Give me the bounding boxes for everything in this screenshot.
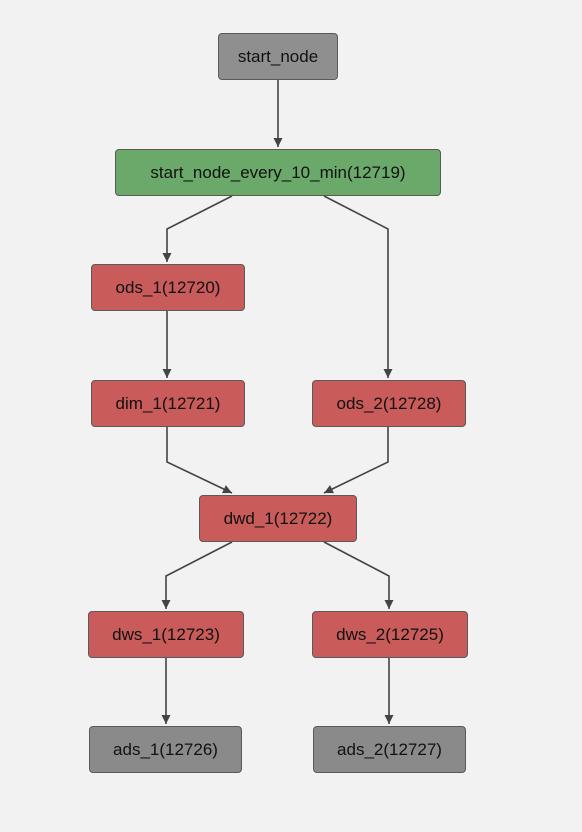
node-ads-1[interactable]: ads_1(12726) xyxy=(89,726,242,773)
edge-dim_1-to-dwd_1 xyxy=(166,427,233,494)
node-label: dwd_1(12722) xyxy=(223,508,333,528)
node-start-node[interactable]: start_node xyxy=(218,33,338,80)
node-ods-2[interactable]: ods_2(12728) xyxy=(312,380,466,427)
node-dws-1[interactable]: dws_1(12723) xyxy=(88,611,244,658)
edge-every_10_min-to-ods_1 xyxy=(162,195,233,262)
node-dim-1[interactable]: dim_1(12721) xyxy=(91,380,245,427)
edge-ods_2-to-dwd_1 xyxy=(323,427,389,494)
node-label: dim_1(12721) xyxy=(115,393,221,413)
node-ods-1[interactable]: ods_1(12720) xyxy=(91,264,245,311)
node-label: ods_1(12720) xyxy=(115,277,221,297)
node-dwd-1[interactable]: dwd_1(12722) xyxy=(199,495,357,542)
edge-dwd_1-to-dws_1 xyxy=(161,541,233,609)
node-label: ads_1(12726) xyxy=(113,739,218,759)
node-label: ads_2(12727) xyxy=(337,739,442,759)
node-label: ods_2(12728) xyxy=(336,393,442,413)
node-dws-2[interactable]: dws_2(12725) xyxy=(312,611,468,658)
edge-every_10_min-to-ods_2 xyxy=(323,195,393,378)
node-label: start_node_every_10_min(12719) xyxy=(150,162,406,182)
node-label: dws_1(12723) xyxy=(112,624,220,644)
node-label: dws_2(12725) xyxy=(336,624,444,644)
edge-dwd_1-to-dws_2 xyxy=(323,541,394,609)
node-ads-2[interactable]: ads_2(12727) xyxy=(313,726,466,773)
node-label: start_node xyxy=(237,46,319,66)
node-start-node-every-10-min[interactable]: start_node_every_10_min(12719) xyxy=(115,149,441,196)
